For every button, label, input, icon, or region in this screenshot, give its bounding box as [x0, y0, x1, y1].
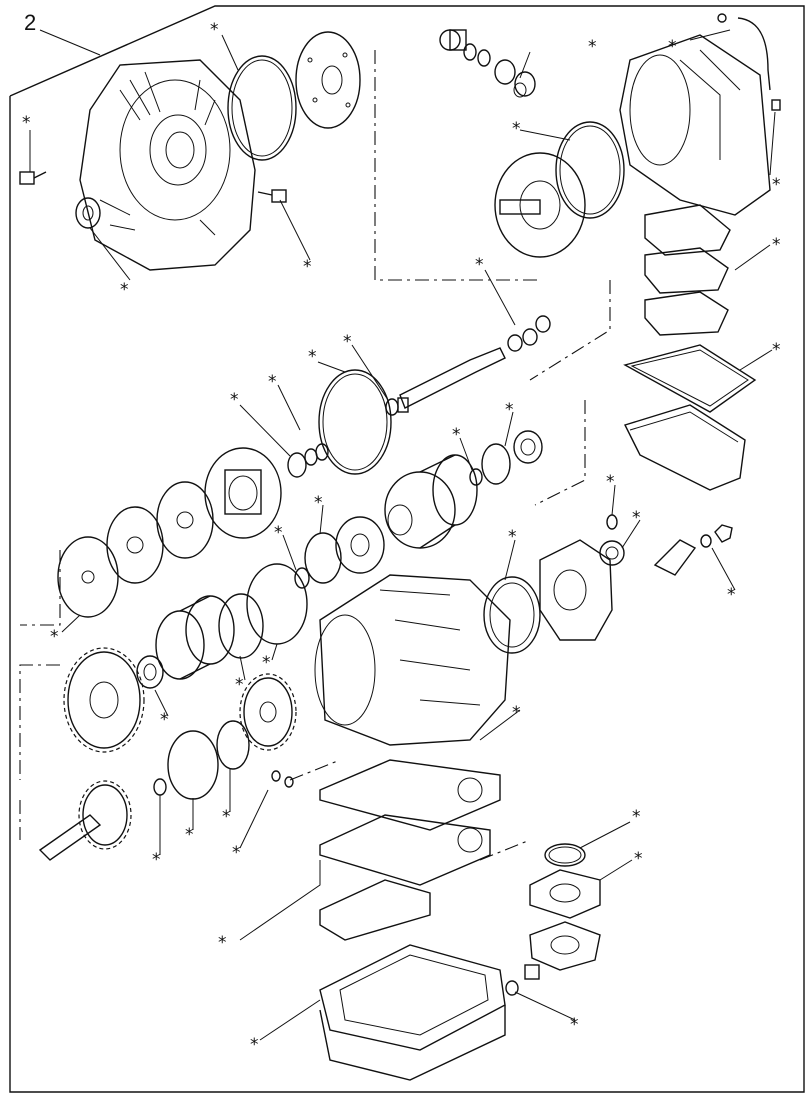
callout-mark: * — [185, 825, 194, 845]
callout-mark: * — [588, 37, 597, 57]
cover-gasket — [529, 869, 601, 919]
callout-mark: * — [505, 400, 514, 420]
extension-housing — [619, 34, 771, 216]
callout-mark: * — [232, 843, 241, 863]
oil-pan-gasket-upper — [623, 344, 757, 413]
callout-mark: * — [152, 850, 161, 870]
callout-mark: * — [772, 340, 781, 360]
converter-drive-plate — [295, 31, 361, 129]
callout-mark: * — [634, 849, 643, 869]
callout-mark: * — [268, 372, 277, 392]
callout-mark: * — [210, 20, 219, 40]
clutch-drum — [204, 447, 282, 539]
housing-bolt-right — [257, 189, 287, 203]
callout-mark: * — [343, 332, 352, 352]
pinion-carrier — [239, 673, 297, 751]
frame — [9, 5, 805, 1093]
callout-mark: * — [512, 703, 521, 723]
clutch-plates — [57, 481, 214, 618]
callout-mark: * — [632, 508, 641, 528]
callout-mark: * — [22, 113, 31, 133]
callout-mark: * — [632, 807, 641, 827]
input-shaft — [397, 315, 551, 413]
callout-mark: * — [475, 255, 484, 275]
oil-pump — [494, 152, 586, 258]
thrust-washers — [287, 443, 329, 478]
housing-bolt-left — [19, 171, 47, 185]
pump-gasket — [555, 121, 625, 219]
pan-seal-ring — [544, 843, 586, 867]
callout-mark: * — [606, 472, 615, 492]
group-lines — [19, 50, 611, 861]
filter-cover — [529, 921, 601, 971]
output-shaft-parts — [439, 29, 536, 98]
callouts: * * * * * * * * * * * * * * * * * * * * … — [22, 20, 781, 1055]
ref-number-leader — [39, 29, 101, 56]
valve-body-plates — [644, 204, 731, 336]
valve-body-gaskets — [319, 759, 501, 941]
housing-o-ring — [227, 55, 297, 161]
output-shaft — [38, 780, 132, 861]
callout-mark: * — [772, 175, 781, 195]
mid-o-rings — [218, 532, 342, 659]
callout-mark: * — [508, 527, 517, 547]
callout-mark: * — [160, 710, 169, 730]
callout-mark: * — [314, 493, 323, 513]
callout-mark: * — [50, 627, 59, 647]
transmission-case — [314, 574, 511, 746]
converter-housing — [79, 59, 256, 271]
callout-mark: * — [452, 425, 461, 445]
oil-pan-upper — [624, 404, 746, 491]
lower-rings — [153, 720, 294, 800]
callout-mark: * — [250, 1035, 259, 1055]
callout-mark: * — [120, 280, 129, 300]
callout-mark: * — [668, 37, 677, 57]
converter-seal — [75, 197, 101, 229]
callout-mark: * — [230, 390, 239, 410]
case-gasket — [483, 576, 541, 654]
callout-mark: * — [235, 675, 244, 695]
callout-mark: * — [222, 807, 231, 827]
planetary-carrier — [335, 516, 385, 574]
callout-mark: * — [303, 257, 312, 277]
callout-mark: * — [274, 523, 283, 543]
callout-mark: * — [772, 235, 781, 255]
callout-mark: * — [570, 1015, 579, 1035]
drain-plug — [505, 964, 540, 996]
breather-tube — [717, 13, 781, 111]
output-gear — [63, 647, 145, 753]
callout-mark: * — [218, 933, 227, 953]
small-o-ring — [385, 398, 399, 416]
rear-cover — [539, 539, 613, 641]
bearing-left — [136, 655, 164, 689]
callout-mark: * — [262, 653, 271, 673]
callout-mark: * — [727, 585, 736, 605]
ref-number-label: 2 — [24, 10, 36, 35]
speed-sensor-parts — [599, 514, 733, 576]
clutch-drum-lower — [155, 595, 235, 680]
snap-ring-mid — [469, 443, 511, 486]
callout-mark: * — [512, 119, 521, 139]
oil-pan-lower — [319, 944, 506, 1081]
large-seal-ring — [318, 369, 392, 475]
callout-mark: * — [308, 347, 317, 367]
bearing-mid — [513, 430, 543, 464]
drum-assembly — [384, 454, 478, 549]
leader-lines — [29, 29, 776, 1041]
